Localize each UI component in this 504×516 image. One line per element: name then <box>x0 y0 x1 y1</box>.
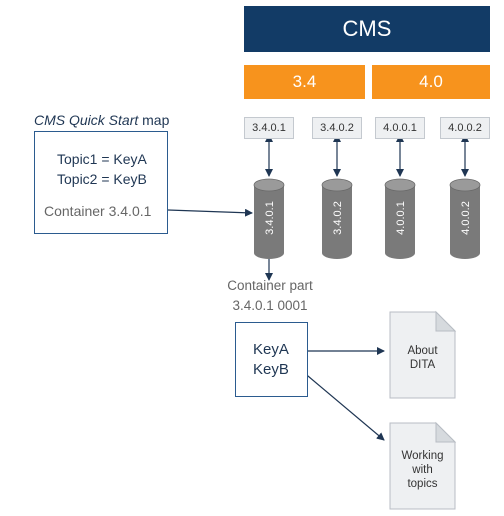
container-cylinder-1 <box>253 178 285 259</box>
document-label-working-with-topics: Working with topics <box>390 449 455 491</box>
map-to-container-arrow <box>167 208 253 217</box>
key-b: KeyB <box>253 361 289 378</box>
container-cylinder-2 <box>321 178 353 259</box>
map-container-label: Container 3.4.0.1 <box>44 203 152 219</box>
cylinder-label-1: 3.4.0.1 <box>264 201 276 235</box>
map-box <box>34 131 168 234</box>
document-icon-about-dita <box>389 310 457 399</box>
version-bar-4-0: 4.0 <box>372 65 490 99</box>
doc-line: topics <box>407 478 438 490</box>
map-topic-1: Topic1 = KeyA <box>57 151 147 167</box>
keyb-to-doc-arrow <box>301 370 385 441</box>
doc-line: with <box>412 464 433 476</box>
doc-line: About <box>407 345 438 357</box>
container-pill-3: 4.0.0.1 <box>375 117 425 139</box>
document-label-about-dita: About DITA <box>390 344 455 372</box>
version-bar-3-4: 3.4 <box>244 65 365 99</box>
cylinder-label-3: 4.0.0.1 <box>395 201 407 235</box>
cylinder-label-4: 4.0.0.2 <box>460 201 472 235</box>
container-part-label: Container part <box>227 278 313 293</box>
container-pill-label: 3.4.0.1 <box>252 122 286 134</box>
container-part-heading: Container part 3.4.0.1 0001 <box>220 276 320 316</box>
container-pill-label: 4.0.0.1 <box>383 122 417 134</box>
cms-bar: CMS <box>244 6 490 52</box>
container-pill-label: 4.0.0.2 <box>448 122 482 134</box>
container-pill-2: 3.4.0.2 <box>312 117 362 139</box>
doc-line: Working <box>401 450 444 462</box>
doc-line: DITA <box>409 359 436 371</box>
map-topic-2: Topic2 = KeyB <box>57 171 147 187</box>
container-part-id: 3.4.0.1 0001 <box>232 298 308 313</box>
document-icon-working-with-topics <box>389 421 457 510</box>
cylinder-label-2: 3.4.0.2 <box>332 201 344 235</box>
container-pill-4: 4.0.0.2 <box>440 117 490 139</box>
key-a: KeyA <box>253 341 289 358</box>
version-label: 3.4 <box>292 72 317 91</box>
container-pill-label: 3.4.0.2 <box>320 122 354 134</box>
cms-label: CMS <box>342 16 392 41</box>
map-title-italic: CMS Quick Start <box>34 112 139 128</box>
version-label: 4.0 <box>419 72 443 91</box>
container-cylinder-4 <box>449 178 481 259</box>
container-pill-1: 3.4.0.1 <box>244 117 294 139</box>
container-cylinder-3 <box>384 178 416 259</box>
map-title: CMS Quick Start map <box>34 112 169 128</box>
map-title-rest: map <box>138 112 170 128</box>
container-part-box <box>235 322 308 397</box>
